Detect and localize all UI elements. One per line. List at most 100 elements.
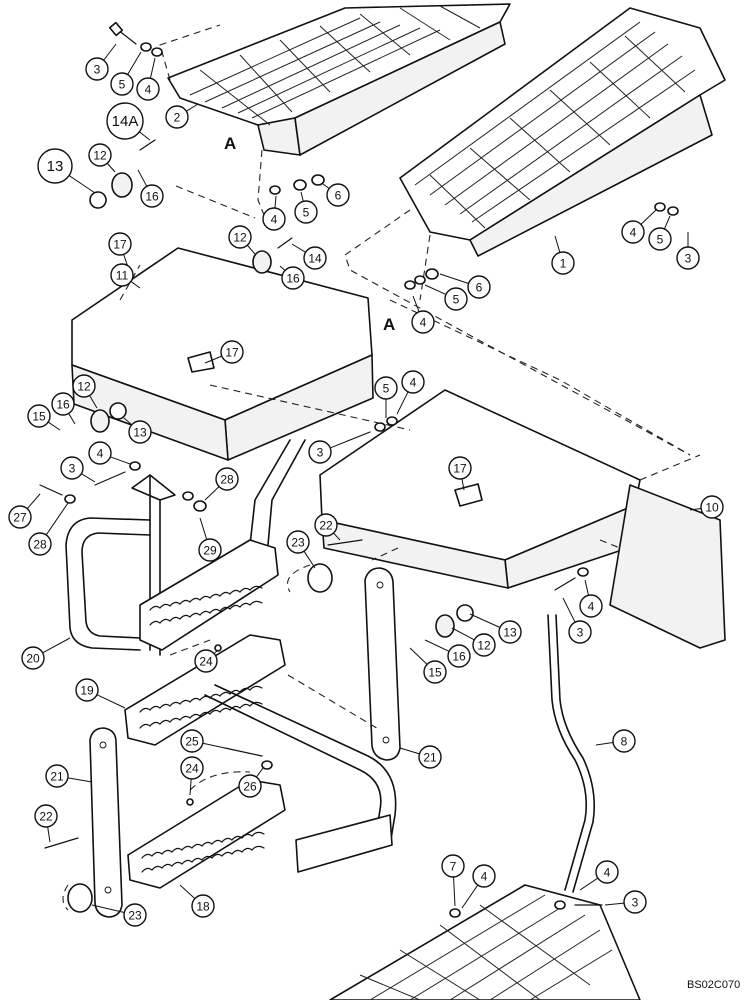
callout-circle [472, 864, 496, 888]
callout-circle [194, 649, 218, 673]
callout-leader [604, 902, 625, 906]
callout-leader [202, 742, 226, 749]
callout-3: 3 [676, 232, 700, 270]
callout-number: 29 [203, 544, 217, 558]
callout-number: 4 [604, 866, 611, 880]
callout-leader [461, 884, 479, 909]
callout-leader [274, 195, 277, 209]
callout-number: 8 [621, 735, 628, 749]
callout-leader [26, 493, 41, 510]
callout-leader [451, 627, 475, 641]
callout-leader [300, 191, 304, 202]
callout-12: 12 [88, 143, 116, 173]
callout-leader [189, 778, 192, 796]
callout-leader [663, 215, 671, 230]
callout-circle [448, 456, 472, 480]
callout-leader [461, 478, 465, 491]
step-grating-2 [159, 3, 511, 231]
callout-leader [179, 884, 196, 899]
step-grating-1 [344, 7, 726, 456]
callout-6: 6 [322, 183, 350, 207]
callout-5: 5 [294, 191, 318, 224]
callout-circle [326, 183, 350, 207]
callout-number: 17 [225, 346, 239, 360]
callout-18: 18 [179, 884, 215, 918]
callout-22: 22 [314, 513, 341, 541]
callout-circle [444, 287, 468, 311]
callout-12: 12 [72, 374, 98, 409]
callout-circle [123, 903, 147, 927]
callout-number: 24 [199, 655, 213, 669]
callout-3: 3 [85, 43, 117, 81]
callout-leader [96, 694, 126, 709]
tool-box-11 [71, 247, 374, 461]
callout-leader [424, 639, 450, 652]
callout-circle [418, 745, 442, 769]
step-tread-19 [124, 634, 286, 746]
callout-circle [303, 246, 327, 270]
callout-12: 12 [228, 225, 256, 255]
strap-21-right [364, 567, 401, 761]
callout-number: 5 [453, 293, 460, 307]
callout-number: 15 [32, 410, 46, 424]
callout-4: 4 [411, 295, 435, 334]
callout-circle [140, 184, 164, 208]
callout-number: 11 [116, 269, 129, 283]
callout-24: 24 [180, 756, 204, 796]
callout-4: 4 [461, 864, 496, 909]
callout-leader [89, 395, 98, 409]
callout-13: 13 [123, 417, 152, 444]
callout-19: 19 [75, 678, 126, 709]
callout-16: 16 [424, 639, 471, 668]
callout-number: 3 [69, 462, 76, 476]
callout-number: 28 [33, 538, 47, 552]
callout-number: 19 [80, 684, 94, 698]
callout-circle [106, 102, 144, 140]
callout-28: 28 [204, 467, 239, 501]
callout-number: 4 [97, 447, 104, 461]
callout-13: 13 [469, 613, 522, 644]
callout-circle [180, 729, 204, 753]
callout-3: 3 [308, 439, 351, 464]
callout-leader [396, 391, 409, 415]
callout-number: 16 [56, 398, 70, 412]
callout-number: 13 [47, 158, 64, 175]
callout-number: 17 [453, 462, 467, 476]
callout-15: 15 [27, 404, 61, 431]
callout-circle [220, 340, 244, 364]
callout-circle [467, 275, 491, 299]
callout-circle [128, 420, 152, 444]
step-tread-18 [127, 779, 286, 889]
callout-circle [595, 860, 619, 884]
callout-leader [45, 502, 69, 536]
callout-circle [110, 263, 134, 287]
strap-21-left [89, 727, 123, 918]
callout-21: 21 [399, 745, 442, 769]
callout-circle [88, 143, 112, 167]
callout-circle [27, 404, 51, 428]
callout-3: 3 [562, 597, 592, 644]
callout-leader [204, 355, 223, 364]
callout-number: 4 [630, 226, 637, 240]
callout-17: 17 [448, 456, 472, 491]
callout-number: 16 [145, 190, 159, 204]
callout-circle [51, 392, 75, 416]
callout-leader [186, 103, 199, 112]
callout-circle [136, 77, 160, 101]
callout-circle [286, 530, 310, 554]
callout-leader [246, 244, 256, 255]
callout-leader [149, 57, 156, 79]
callout-circle [198, 538, 222, 562]
callout-circle [110, 72, 134, 96]
callout-leader [67, 777, 93, 783]
callout-leader [453, 876, 456, 907]
callout-number: 21 [423, 751, 437, 765]
callout-21: 21 [45, 764, 93, 788]
callout-number: 23 [128, 909, 142, 923]
callout-leader [68, 413, 76, 425]
callout-27: 27 [8, 493, 41, 529]
callout-4: 4 [579, 860, 619, 891]
callout-circle [34, 804, 58, 828]
callout-number: 22 [39, 810, 53, 824]
